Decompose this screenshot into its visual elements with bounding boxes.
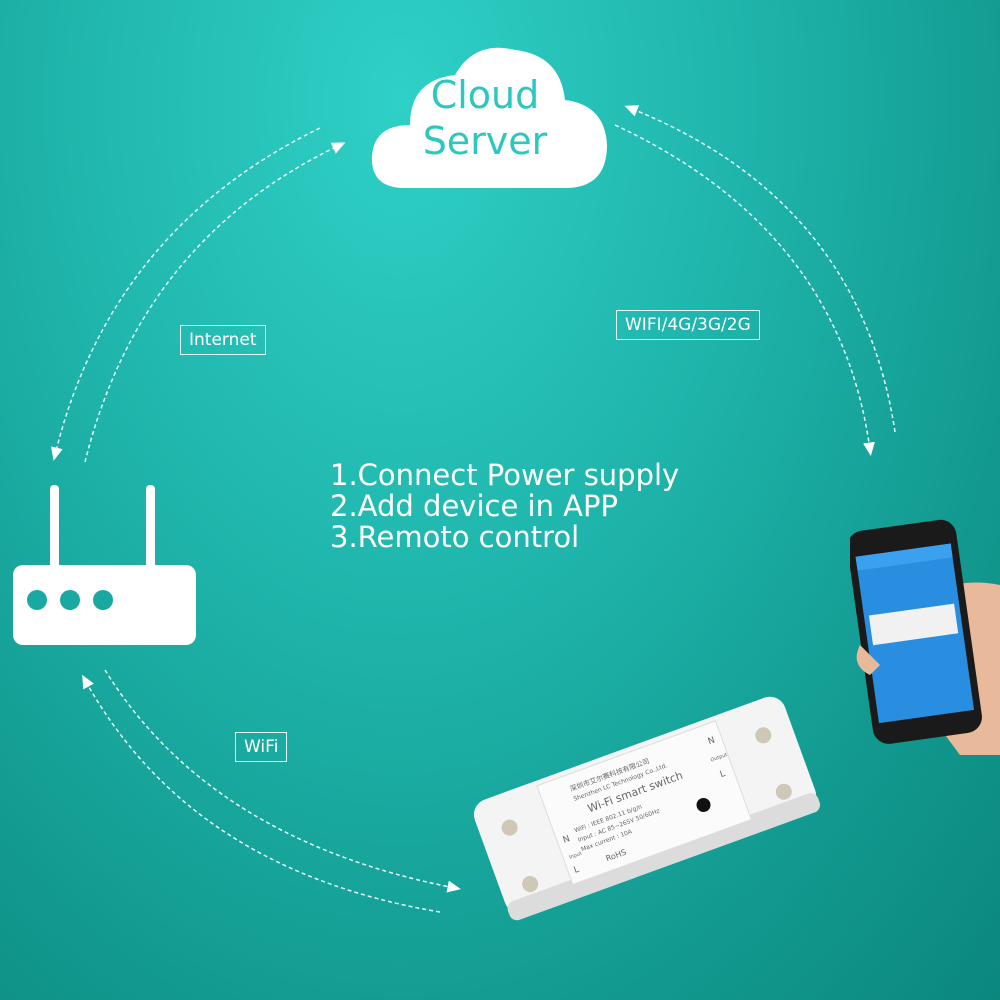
arrow-switch-to-router: [82, 674, 441, 913]
wifi-smart-switch-device: 深圳市艾尔赛科技有限公司 Shenzhen LC Technology Co.,…: [473, 696, 821, 921]
step-2: 2.Add device in APP: [330, 489, 618, 523]
output-label: Output: [710, 752, 728, 764]
cloud-server-label: Cloud Server: [400, 72, 570, 164]
mobile-network-tag: WIFI/4G/3G/2G: [616, 310, 760, 340]
arrow-router-to-cloud: [84, 142, 346, 463]
step-3: 3.Remoto control: [330, 520, 580, 554]
cloud-line-2: Server: [422, 119, 548, 163]
input-l: L: [573, 865, 581, 876]
wifi-tag: WiFi: [235, 732, 288, 762]
input-label: Input: [569, 851, 583, 861]
smartphone-in-hand: [850, 519, 1000, 755]
arrow-router-to-switch: [104, 669, 461, 893]
arrow-cloud-to-router: [50, 127, 321, 461]
output-n: N: [707, 736, 717, 748]
step-1: 1.Connect Power supply: [330, 458, 680, 492]
setup-steps: 1.Connect Power supply 2.Add device in A…: [330, 460, 679, 553]
router-icon: [13, 485, 196, 645]
arrow-cloud-to-phone: [614, 124, 875, 456]
output-l: L: [719, 769, 727, 780]
input-n: N: [562, 834, 572, 846]
cloud-icon: [371, 47, 607, 189]
internet-tag: Internet: [180, 325, 266, 355]
cloud-line-1: Cloud: [430, 73, 540, 117]
